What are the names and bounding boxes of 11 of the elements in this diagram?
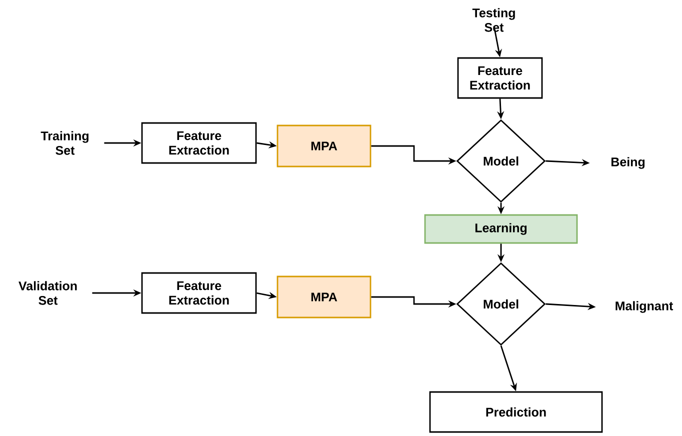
process-box: MPA (276, 276, 372, 318)
process-box: Prediction (429, 391, 603, 433)
process-box: Feature Extraction (141, 122, 257, 164)
process-box: Feature Extraction (141, 272, 257, 314)
process-box: MPA (276, 124, 372, 168)
text-label: Malignant (616, 301, 674, 313)
text-label: Being (611, 157, 645, 169)
process-box: Feature Extraction (457, 57, 543, 99)
text-label: Training Set (40, 131, 88, 155)
process-box: Learning (424, 214, 578, 244)
text-label: Validation Set (18, 281, 77, 305)
